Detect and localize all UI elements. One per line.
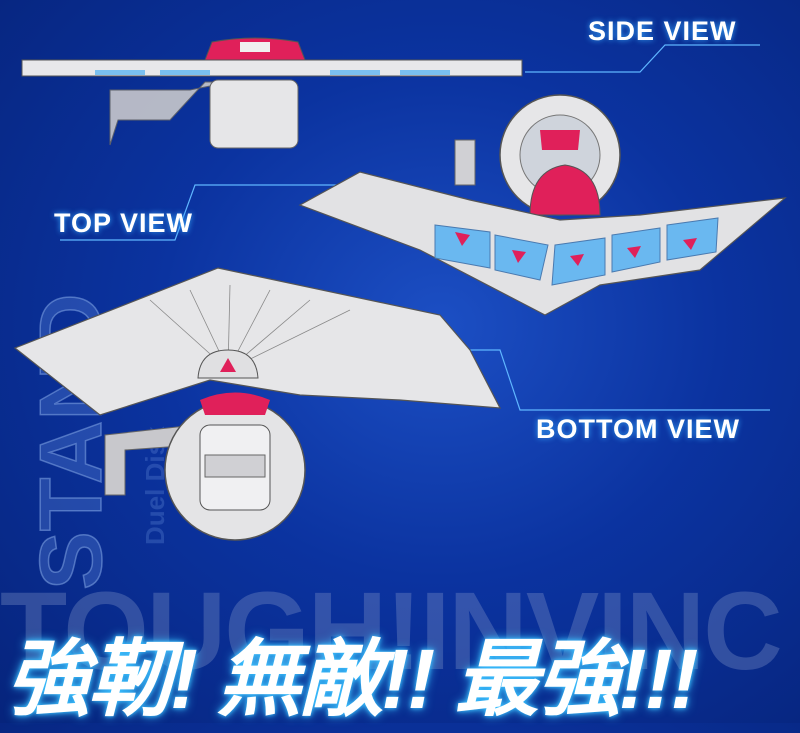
side-view-disk [21, 37, 523, 149]
background-watermark-text: TOUGH!INVINC [0, 570, 783, 693]
top-view-disk [298, 94, 787, 316]
bottom-view-label: BOTTOM VIEW [536, 414, 740, 444]
headline-text: 強靭! 無敵!! 最強!!! [6, 632, 699, 726]
top-view-label: TOP VIEW [54, 208, 194, 238]
callout-lines [60, 44, 770, 411]
side-view-label: SIDE VIEW [588, 16, 737, 46]
bottom-view-disk [13, 267, 502, 541]
